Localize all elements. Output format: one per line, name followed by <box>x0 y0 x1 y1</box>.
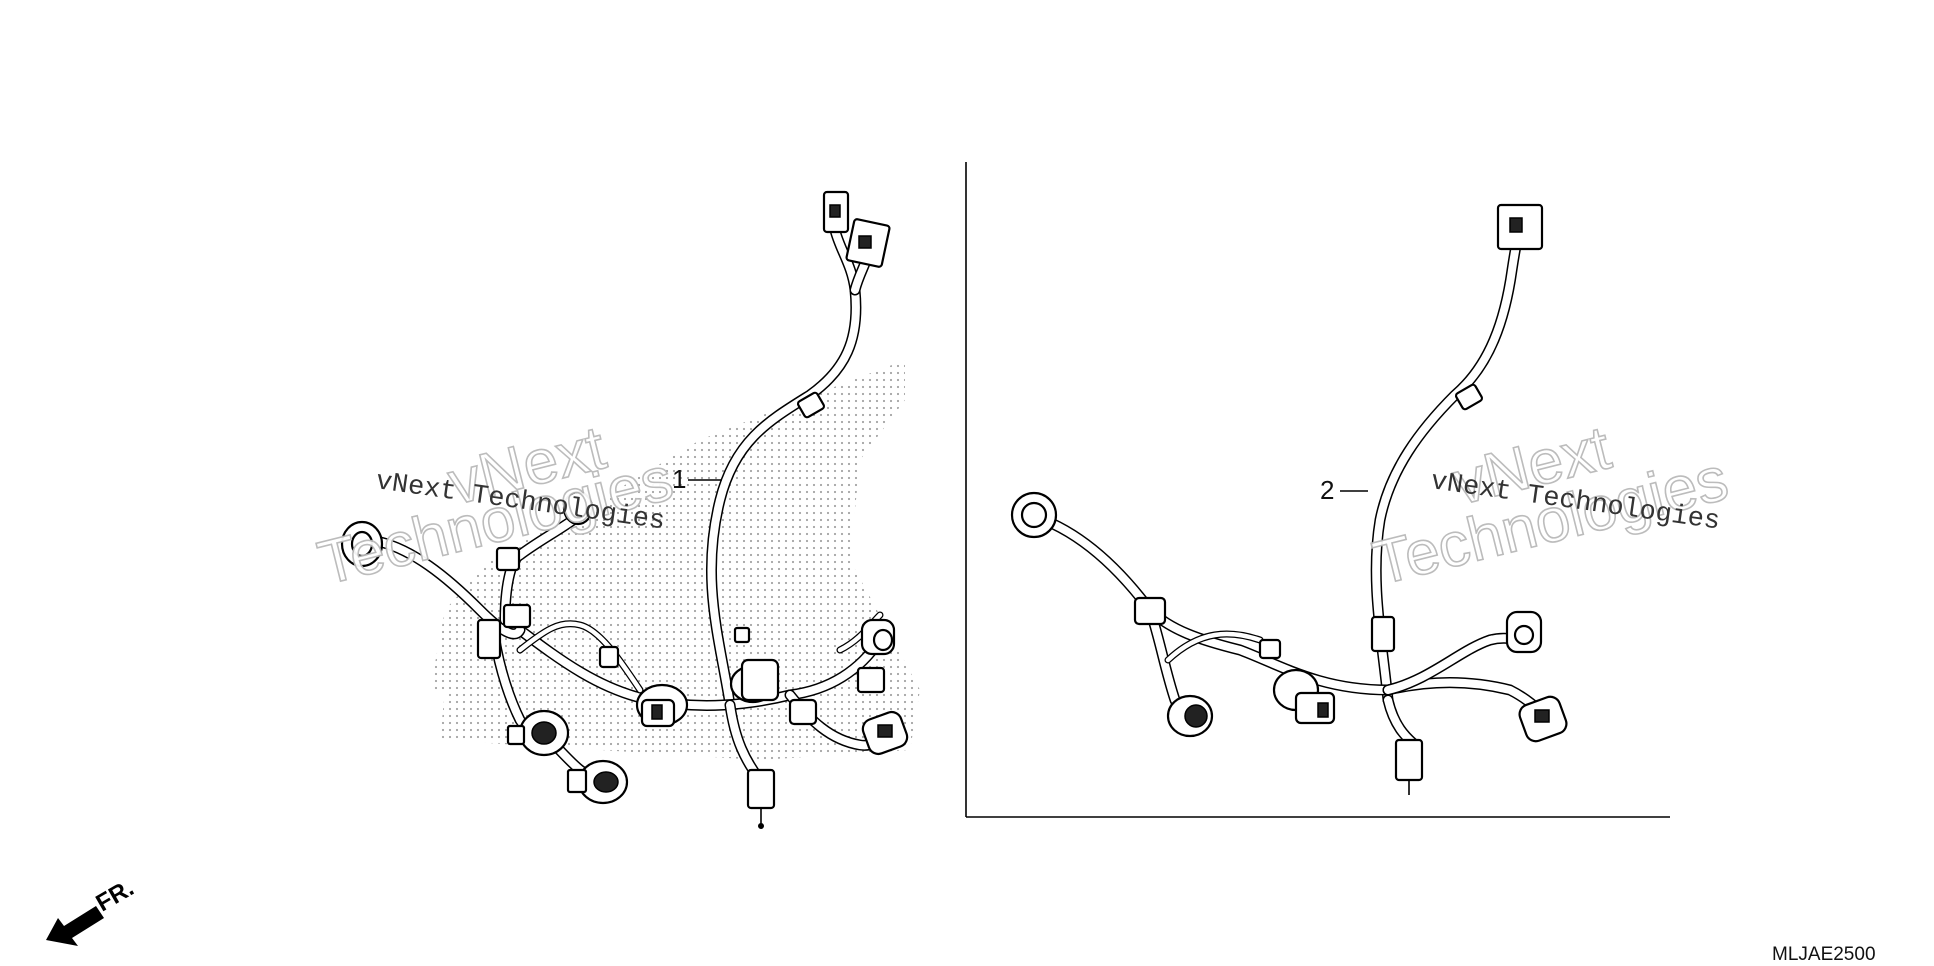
diagram-code: MLJAE2500 <box>1772 944 1876 965</box>
wire-harness-1 <box>340 190 909 829</box>
callout-1-number: 1 <box>672 464 686 494</box>
front-direction-indicator: FR. <box>46 874 138 946</box>
callout-2: 2 <box>1320 475 1368 505</box>
callout-2-number: 2 <box>1320 475 1334 505</box>
wire-harness-2 <box>1010 203 1568 795</box>
front-direction-arrow-icon <box>46 906 104 946</box>
callout-1: 1 <box>672 464 722 494</box>
harness-2-frame <box>965 162 1670 818</box>
